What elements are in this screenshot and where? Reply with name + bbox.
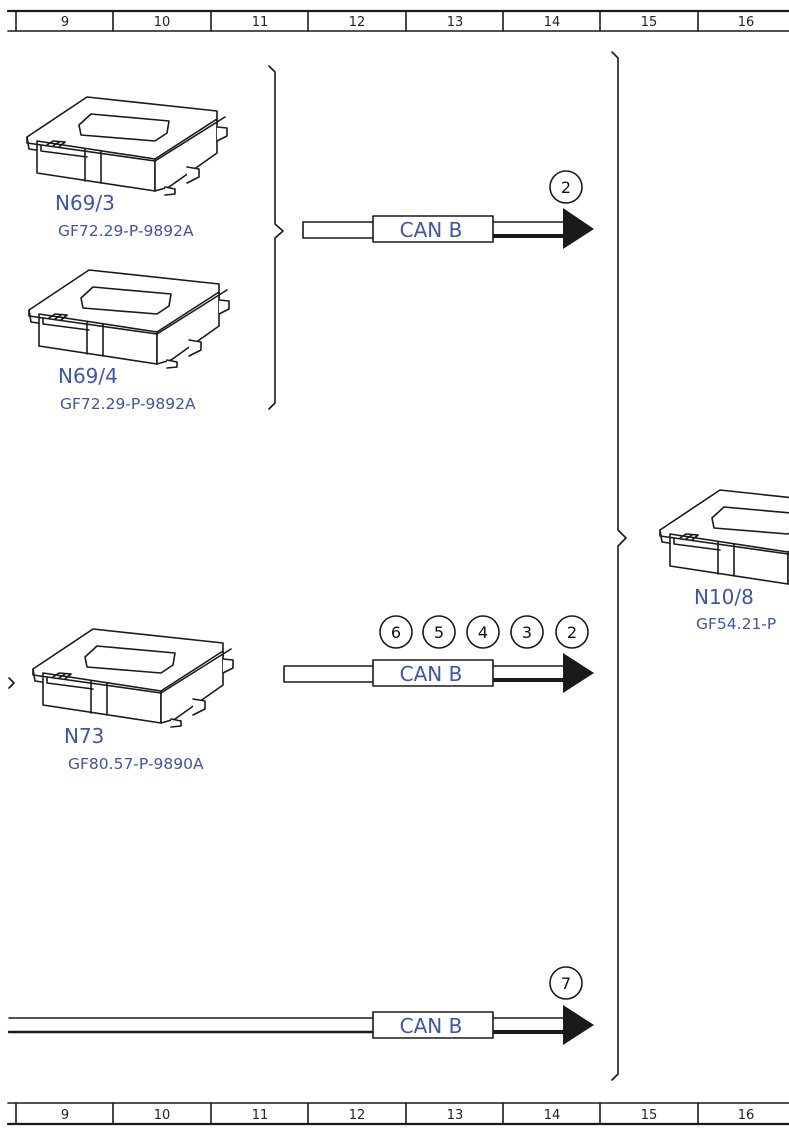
marker-circle: [549, 966, 583, 1000]
bus-marker: 2: [561, 178, 571, 197]
arrow-icon: [563, 653, 594, 693]
marker-circle: [422, 615, 456, 649]
arrow-icon: [563, 208, 594, 249]
can-bus-3: CAN B 7: [7, 966, 594, 1045]
control-unit-icon: [32, 628, 234, 728]
module-name: N10/8: [694, 585, 754, 609]
marker-circle: [466, 615, 500, 649]
bus-marker: 4: [478, 623, 488, 642]
bus-label: CAN B: [400, 1014, 463, 1038]
bus-brace: [611, 51, 627, 1081]
bus-label: CAN B: [400, 218, 463, 242]
group-brace: [268, 65, 284, 410]
grid-col-12: 12: [349, 15, 366, 30]
bus-label-box: [372, 215, 494, 243]
grid-col-12: 12: [349, 1108, 366, 1123]
marker-circle: [379, 615, 413, 649]
grid-col-9: 9: [61, 1108, 69, 1123]
bus-marker: 7: [561, 974, 571, 993]
module-n10-8[interactable]: N10/8 GF54.21-P: [659, 489, 789, 633]
grid-col-14: 14: [544, 1108, 561, 1123]
module-reference[interactable]: GF80.57-P-9890A: [68, 755, 204, 773]
module-name: N73: [64, 724, 104, 748]
control-unit-icon: [659, 489, 789, 589]
bus-label: CAN B: [400, 662, 463, 686]
bus-marker: 6: [391, 623, 401, 642]
incoming-chevron-icon: [8, 677, 15, 689]
bottom-grid-bar: 9 10 11 12 13 14 15 16: [6, 1102, 789, 1126]
marker-circle: [555, 615, 589, 649]
grid-col-16: 16: [738, 15, 755, 30]
grid-col-16: 16: [738, 1108, 755, 1123]
bus-label-box: [372, 1011, 494, 1039]
module-n73[interactable]: N73 GF80.57-P-9890A: [32, 628, 234, 773]
bus-marker: 5: [434, 623, 444, 642]
marker-circle: [510, 615, 544, 649]
module-n69-4[interactable]: N69/4 GF72.29-P-9892A: [28, 269, 230, 413]
can-bus-1: CAN B 2: [302, 170, 594, 249]
bus-label-box: [372, 659, 494, 687]
bus-marker: 2: [567, 623, 577, 642]
marker-circle: [549, 170, 583, 204]
grid-col-14: 14: [544, 15, 561, 30]
module-n69-3[interactable]: N69/3 GF72.29-P-9892A: [26, 96, 228, 240]
module-name: N69/4: [58, 364, 118, 388]
can-bus-2: CAN B 6 5 4 3 2: [283, 615, 594, 693]
module-name: N69/3: [55, 191, 115, 215]
grid-col-13: 13: [447, 1108, 464, 1123]
top-grid-bar: 9 10 11 12 13 14 15 16: [6, 9, 789, 32]
bus-marker: 3: [522, 623, 532, 642]
grid-col-10: 10: [154, 15, 171, 30]
module-reference[interactable]: GF54.21-P: [696, 615, 776, 633]
grid-col-9: 9: [61, 15, 69, 30]
arrow-icon: [563, 1005, 594, 1045]
module-reference[interactable]: GF72.29-P-9892A: [60, 395, 196, 413]
grid-col-15: 15: [641, 1108, 658, 1123]
grid-col-13: 13: [447, 15, 464, 30]
module-reference[interactable]: GF72.29-P-9892A: [58, 222, 194, 240]
control-unit-icon: [28, 269, 230, 369]
grid-col-11: 11: [252, 15, 269, 30]
control-unit-icon: [26, 96, 228, 196]
grid-col-10: 10: [154, 1108, 171, 1123]
grid-col-15: 15: [641, 15, 658, 30]
grid-col-11: 11: [252, 1108, 269, 1123]
